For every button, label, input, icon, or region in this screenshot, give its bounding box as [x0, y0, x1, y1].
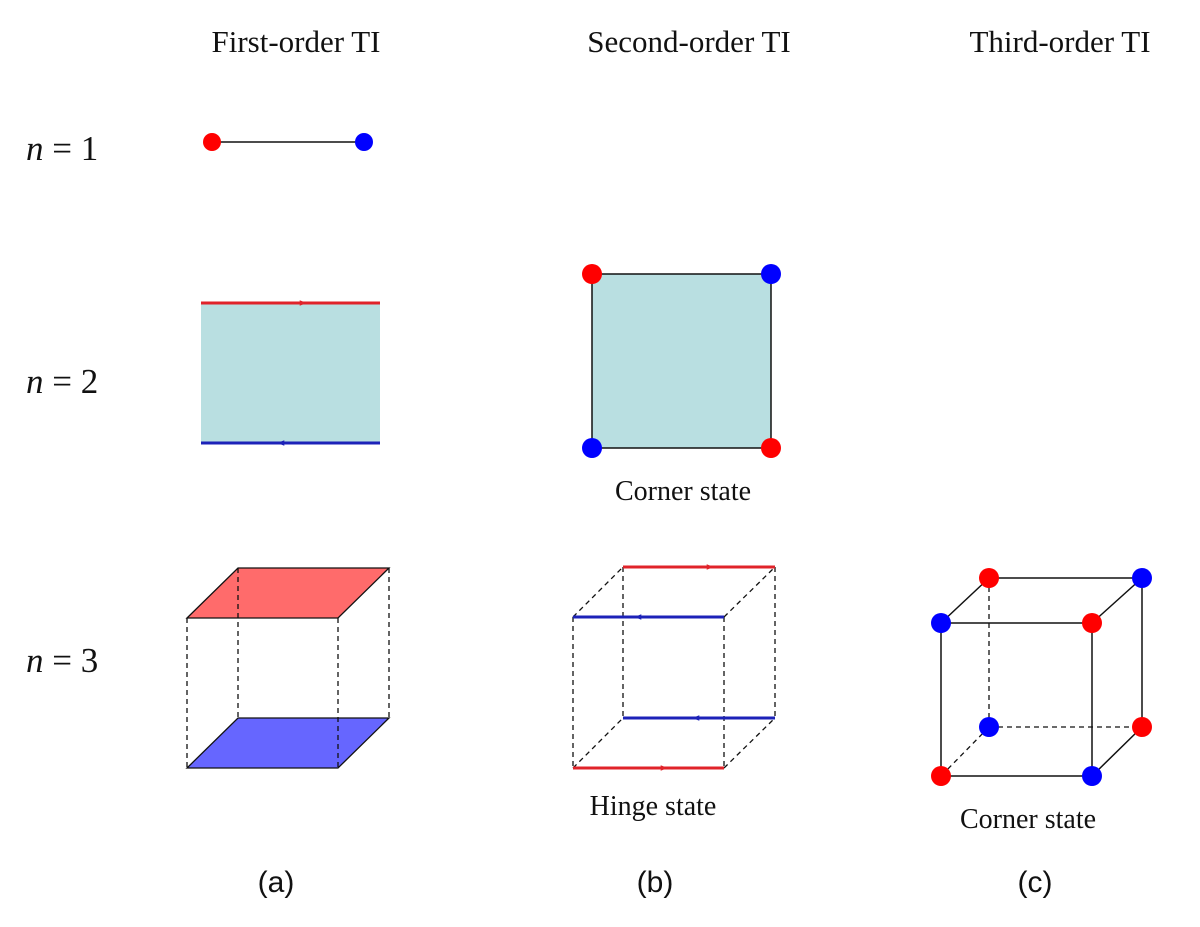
- corner-state-blue: [979, 717, 999, 737]
- panel-label-c: (c): [1018, 866, 1053, 899]
- corner-state-blue: [582, 438, 602, 458]
- panel-label-a: (a): [258, 866, 295, 899]
- corner-state-red: [1132, 717, 1152, 737]
- corner-state-label-3d: Corner state: [960, 804, 1096, 835]
- corner-state-blue: [931, 613, 951, 633]
- corner-state-red: [931, 766, 951, 786]
- second-order-3d-cube: [572, 564, 776, 771]
- corner-state-blue: [1082, 766, 1102, 786]
- first-order-2d-strip: [201, 300, 380, 446]
- first-order-3d-slab: [185, 567, 391, 769]
- panel-label-b: (b): [637, 866, 674, 899]
- column-header-second-order: Second-order TI: [587, 24, 790, 59]
- end-state-red: [203, 133, 221, 151]
- first-order-1d-chain: [203, 133, 373, 151]
- corner-state-blue: [761, 264, 781, 284]
- third-order-3d-cube: [931, 568, 1152, 786]
- row-label-n3: n = 3: [26, 641, 98, 680]
- column-header-third-order: Third-order TI: [969, 24, 1150, 59]
- corner-state-blue: [1132, 568, 1152, 588]
- corner-state-red: [761, 438, 781, 458]
- second-order-2d-square: [582, 264, 781, 458]
- corner-state-red: [979, 568, 999, 588]
- corner-state-red: [582, 264, 602, 284]
- end-state-blue: [355, 133, 373, 151]
- column-header-first-order: First-order TI: [211, 24, 380, 59]
- hinge-state-label: Hinge state: [590, 791, 717, 822]
- row-label-n2: n = 2: [26, 362, 98, 401]
- corner-state-label-2d: Corner state: [615, 476, 751, 507]
- corner-state-red: [1082, 613, 1102, 633]
- bottom-surface-state: [185, 717, 391, 769]
- row-label-n1: n = 1: [26, 129, 98, 168]
- top-surface-state: [185, 567, 391, 619]
